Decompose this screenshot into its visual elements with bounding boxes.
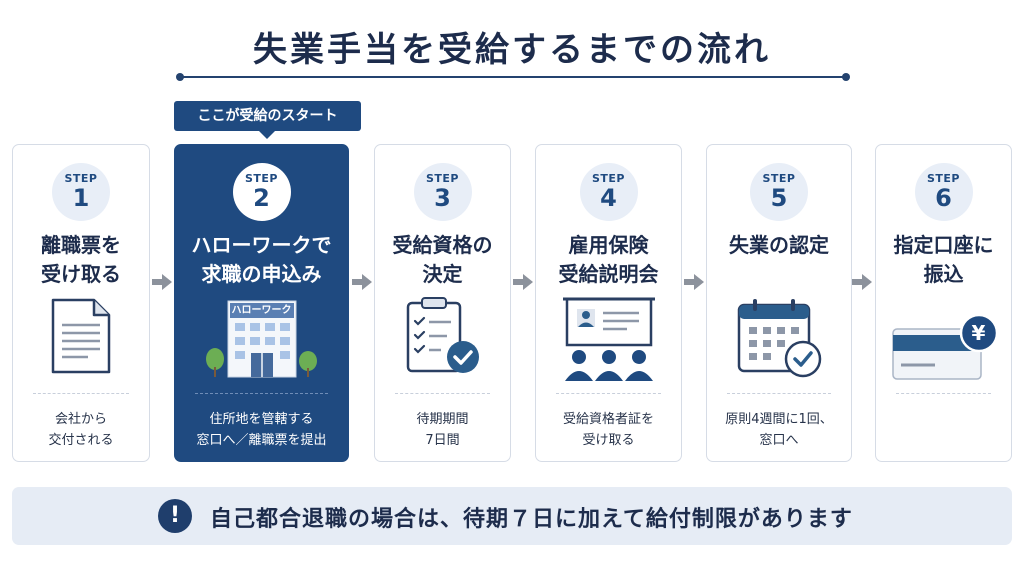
step-note: 住所地を管轄する 窓口へ／離職票を提出: [179, 409, 344, 451]
step-word: STEP: [244, 172, 278, 185]
step-number: 1: [72, 184, 90, 212]
title-underline: [176, 73, 850, 81]
arrow-right-icon: [152, 274, 172, 290]
step-label-line2: 受け取る: [41, 262, 121, 286]
step-card-3: STEP 3 受給資格の 決定 待期期間 7日間: [374, 144, 511, 462]
step-badge: STEP 1: [52, 163, 110, 221]
step-card-4: STEP 4 雇用保険 受給説明会 受給資格者証を 受け取る: [535, 144, 682, 462]
divider: [896, 393, 991, 394]
notice-banner: ! 自己都合退職の場合は、待期７日に加えて給付制限があります: [12, 487, 1012, 545]
step-number: 3: [434, 184, 451, 212]
divider: [395, 393, 490, 394]
step-word: STEP: [591, 172, 625, 185]
step-note-line1: 住所地を管轄する: [209, 412, 314, 427]
step-note: 会社から 交付される: [17, 409, 145, 451]
step-note-line2: 窓口へ／離職票を提出: [196, 433, 327, 448]
step-note-line2: 受け取る: [582, 433, 635, 448]
bank-card-yen-icon: ¥: [889, 313, 999, 387]
notice-text: 自己都合退職の場合は、待期７日に加えて給付制限があります: [210, 507, 853, 532]
step-label-line2: 決定: [422, 262, 463, 286]
step-label-line1: 失業の認定: [729, 233, 829, 257]
yen-symbol: ¥: [971, 321, 986, 345]
step-word: STEP: [425, 172, 459, 185]
step-label-line1: 雇用保険: [568, 233, 649, 257]
step-label-line1: 受給資格の: [392, 233, 493, 257]
step-label-line1: 離職票を: [41, 233, 121, 257]
step-note-line1: 待期期間: [416, 412, 469, 427]
document-icon: [50, 297, 112, 379]
start-callout: ここが受給のスタート: [174, 101, 361, 139]
arrow-right-icon: [684, 274, 704, 290]
step-card-5: STEP 5 失業の認定 原則4週間に1回、 窓口へ: [706, 144, 852, 462]
step-badge: STEP 5: [750, 163, 808, 221]
step-label-line1: 指定口座に: [893, 233, 994, 257]
building-sign: ハローワーク: [231, 305, 292, 316]
arrow-right-icon: [352, 274, 372, 290]
arrow-right-icon: [852, 274, 872, 290]
step-badge: STEP 6: [914, 163, 973, 221]
step-number: 5: [770, 184, 788, 212]
step-note: 待期期間 7日間: [379, 409, 506, 451]
step-card-6: STEP 6 指定口座に 振込 ¥: [875, 144, 1012, 462]
step-label-line2: 振込: [923, 262, 964, 286]
step-word: STEP: [762, 172, 796, 185]
step-note-line1: 受給資格者証を: [562, 412, 654, 427]
step-badge: STEP 2: [232, 163, 291, 221]
step-note-line1: 会社から: [54, 412, 107, 427]
page-title: 失業手当を受給するまでの流れ: [253, 30, 771, 70]
divider: [33, 393, 129, 394]
exclamation-icon: !: [158, 499, 192, 533]
step-note-line2: 7日間: [425, 433, 460, 448]
step-note-line2: 交付される: [48, 433, 114, 448]
step-label-line2: 受給説明会: [558, 262, 659, 286]
divider: [556, 393, 661, 394]
step-label-line1: ハローワークで: [191, 233, 332, 257]
step-label: 失業の認定: [711, 231, 847, 260]
step-note-line2: 窓口へ: [759, 433, 799, 448]
step-note: 原則4週間に1回、 窓口へ: [711, 409, 847, 451]
step-label: 雇用保険 受給説明会: [540, 231, 677, 289]
step-number: 6: [935, 184, 952, 212]
divider: [195, 393, 328, 394]
step-label: ハローワークで 求職の申込み: [179, 231, 344, 289]
checklist-clipboard-icon: [405, 297, 481, 381]
step-card-2: STEP 2 ハローワークで 求職の申込み ハローワーク 住所地を管轄する 窓口…: [174, 144, 349, 462]
step-label: 受給資格の 決定: [379, 231, 506, 289]
step-word: STEP: [64, 172, 98, 185]
step-number: 2: [253, 184, 270, 212]
step-card-1: STEP 1 離職票を 受け取る 会社から 交付される: [12, 144, 150, 462]
step-label-line2: 求職の申込み: [201, 262, 322, 286]
hellowork-building-icon: ハローワーク: [204, 297, 320, 385]
step-badge: STEP 3: [413, 163, 472, 221]
step-label: 指定口座に 振込: [880, 231, 1007, 289]
step-note: 受給資格者証を 受け取る: [540, 409, 677, 451]
step-word: STEP: [926, 172, 960, 185]
arrow-right-icon: [513, 274, 533, 290]
seminar-presentation-icon: [561, 297, 657, 385]
step-note-line1: 原則4週間に1回、: [725, 412, 833, 427]
step-label: 離職票を 受け取る: [17, 231, 145, 289]
step-number: 4: [600, 184, 617, 212]
calendar-check-icon: [735, 297, 823, 383]
step-badge: STEP 4: [579, 163, 638, 221]
divider: [727, 393, 831, 394]
